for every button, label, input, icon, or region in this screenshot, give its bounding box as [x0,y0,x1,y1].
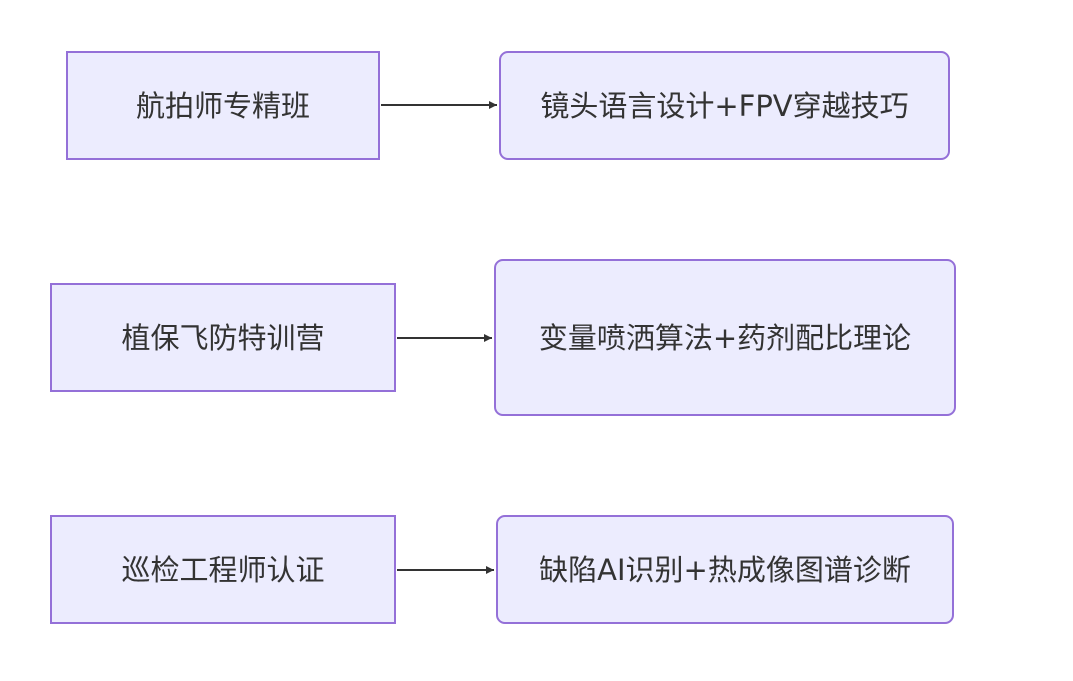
skill-node-variable-spraying: 变量喷洒算法+药剂配比理论 [494,259,956,416]
course-node-label: 巡检工程师认证 [121,552,325,587]
course-node-crop-protection: 植保飞防特训营 [50,283,396,392]
course-node-aerial-photographer: 航拍师专精班 [66,51,380,160]
skill-node-label: 缺陷AI识别+热成像图谱诊断 [539,552,911,587]
course-node-inspection-engineer: 巡检工程师认证 [50,515,396,624]
skill-node-label: 变量喷洒算法+药剂配比理论 [538,320,912,355]
skill-node-defect-ai-thermal: 缺陷AI识别+热成像图谱诊断 [496,515,954,624]
skill-node-camera-language-fpv: 镜头语言设计+FPV穿越技巧 [499,51,950,160]
course-node-label: 航拍师专精班 [135,88,310,123]
skill-node-label: 镜头语言设计+FPV穿越技巧 [540,88,909,123]
course-node-label: 植保飞防特训营 [121,320,325,355]
